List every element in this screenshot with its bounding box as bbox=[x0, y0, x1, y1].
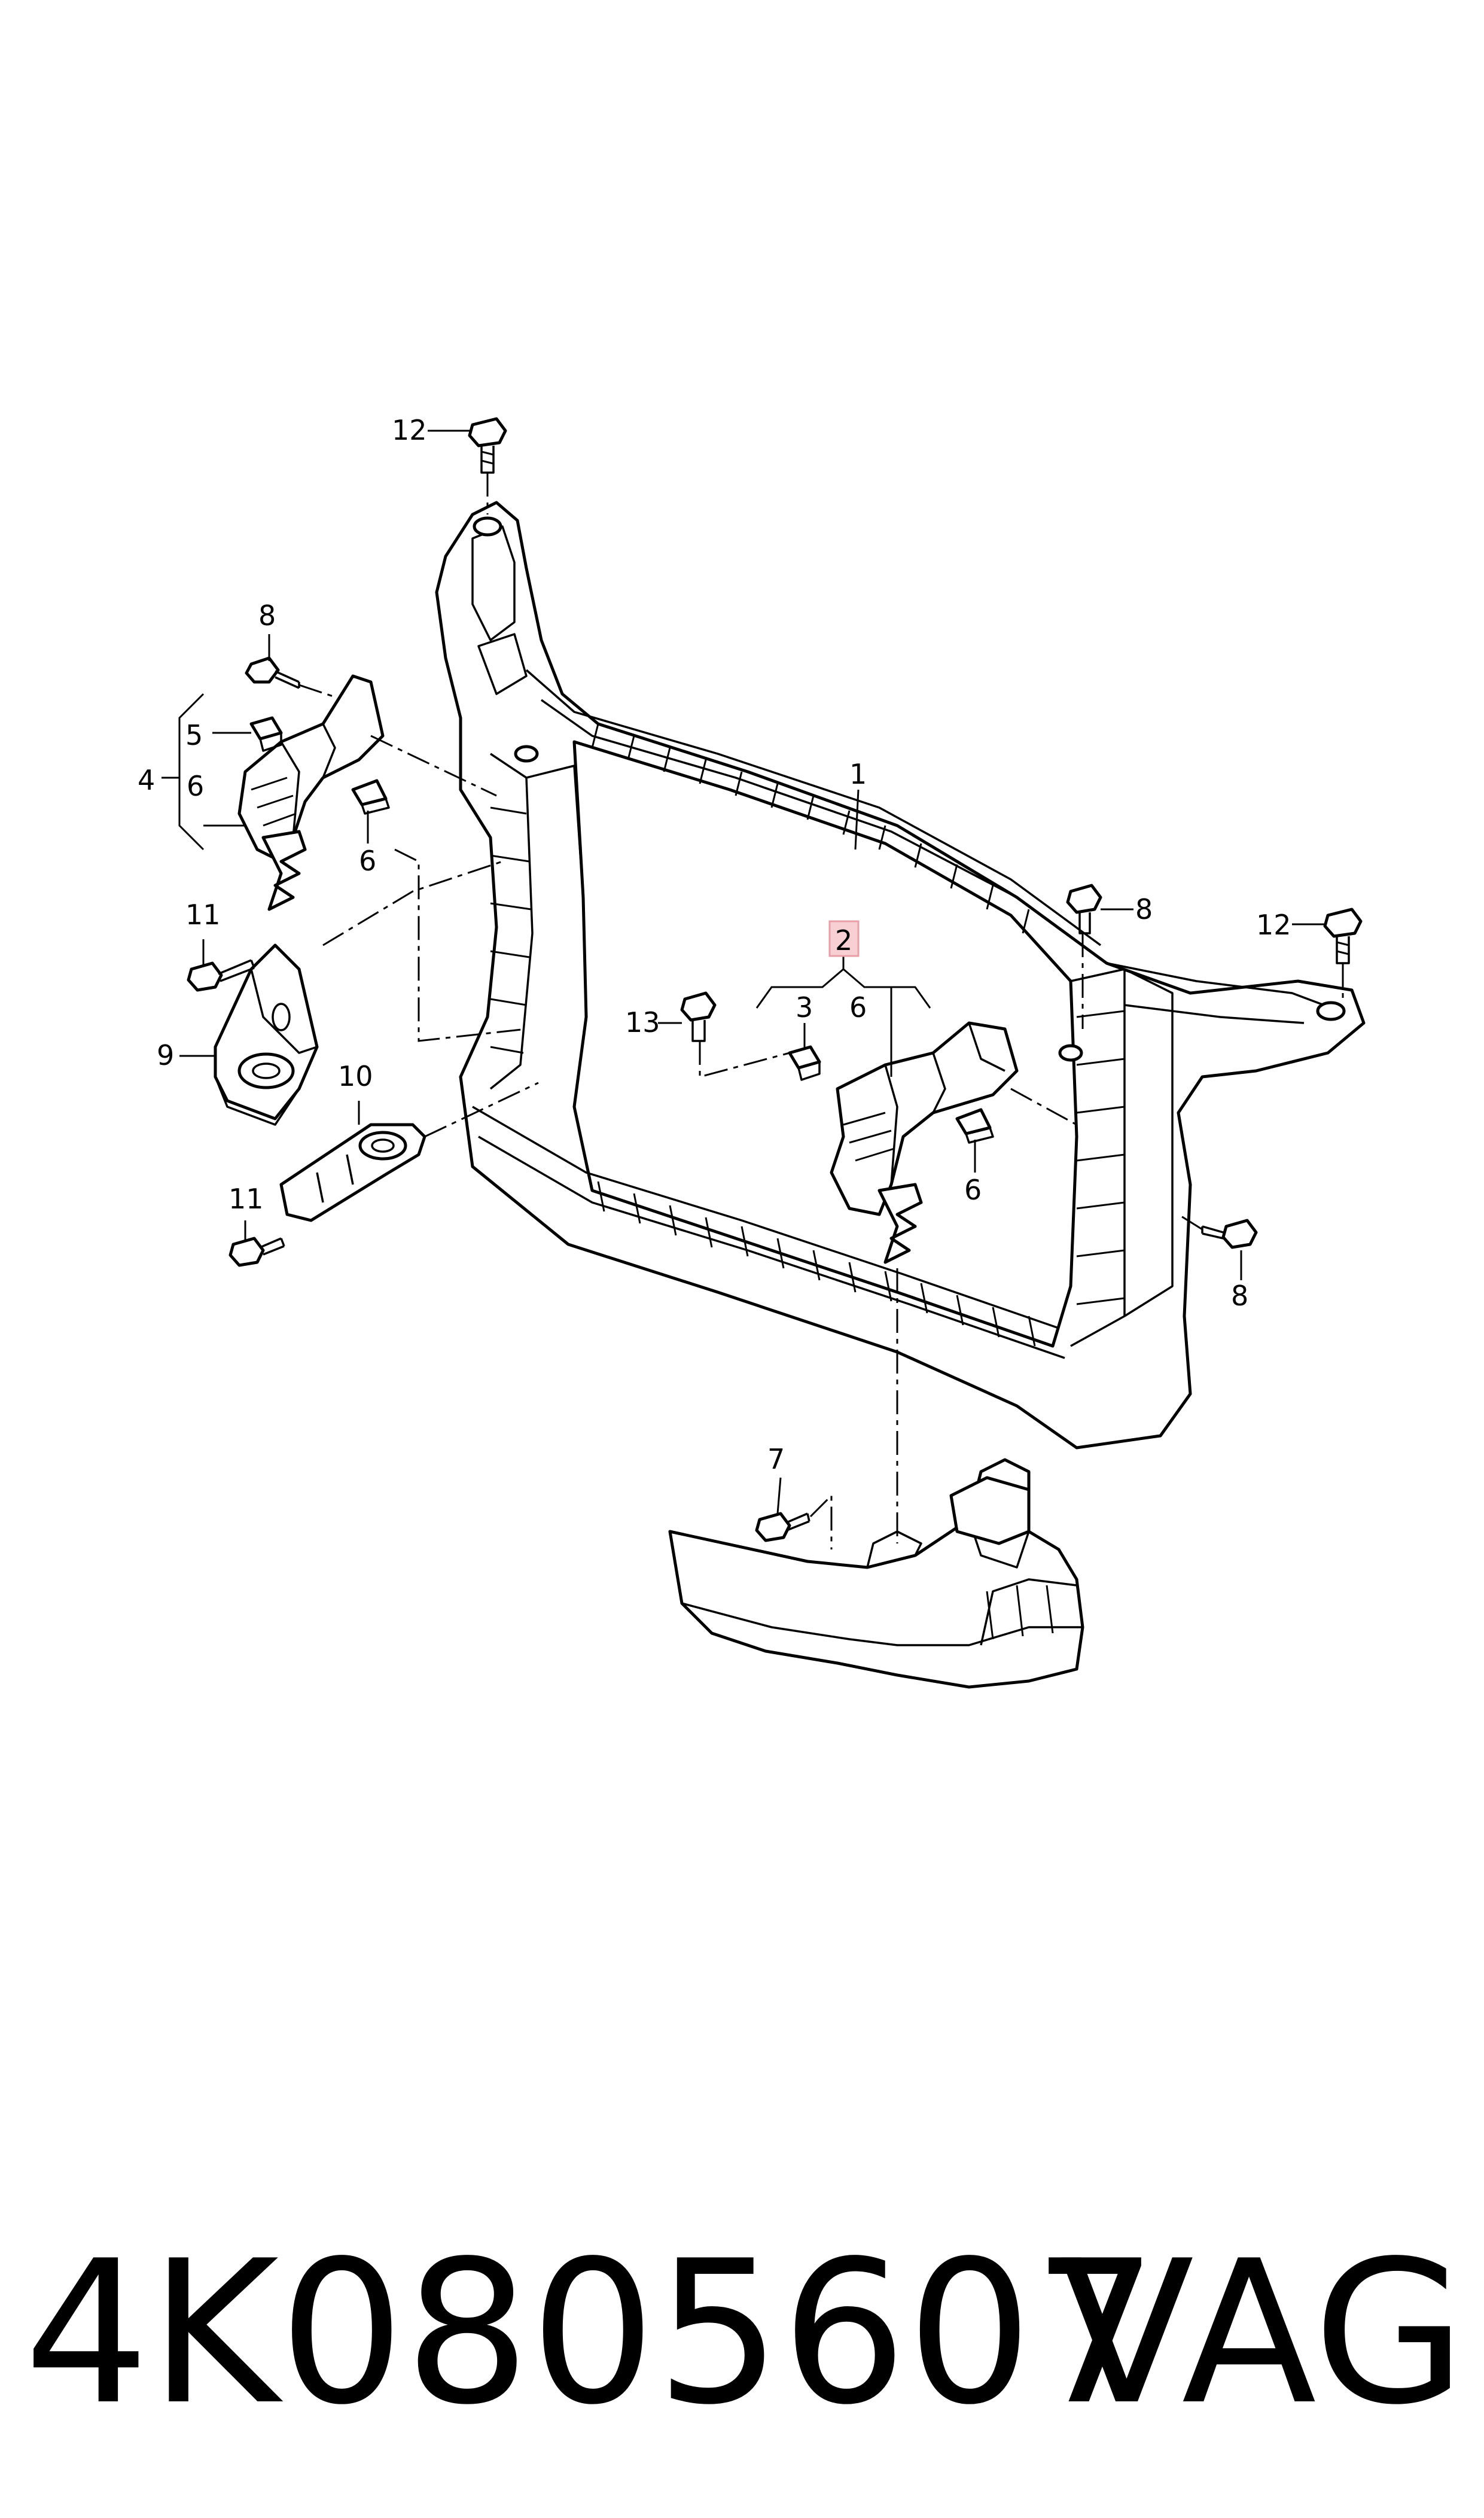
callout-6-left-bracket: 6 bbox=[187, 770, 204, 802]
callout-3: 3 bbox=[796, 991, 813, 1024]
clip-part-6-left bbox=[351, 779, 390, 815]
brand-name: VAG bbox=[1059, 2218, 1466, 2448]
leader-lines bbox=[161, 430, 1325, 1514]
bolt-part-8-bottom-right bbox=[1201, 1219, 1258, 1249]
bolt-part-12-right bbox=[1323, 908, 1363, 964]
clip-nut-part-5 bbox=[249, 716, 283, 752]
callout-4: 4 bbox=[138, 764, 155, 796]
bracket-part-2 bbox=[830, 1021, 1019, 1264]
bracket-part-9 bbox=[214, 943, 319, 1126]
callout-2: 2 bbox=[835, 924, 852, 957]
callout-10: 10 bbox=[338, 1060, 373, 1092]
callout-8-left: 8 bbox=[258, 599, 276, 632]
callout-11-top: 11 bbox=[185, 899, 221, 931]
callout-7: 7 bbox=[767, 1443, 785, 1475]
callout-13: 13 bbox=[625, 1006, 660, 1039]
lower-air-guide bbox=[668, 1458, 1084, 1689]
callout-12-top: 12 bbox=[392, 414, 427, 446]
bracket-part-4 bbox=[237, 674, 385, 911]
clip-part-3 bbox=[788, 1045, 821, 1081]
callout-12-right: 12 bbox=[1256, 909, 1291, 941]
callout-6-left: 6 bbox=[359, 845, 376, 877]
bolt-part-7 bbox=[755, 1512, 810, 1542]
callout-8-top-right: 8 bbox=[1135, 893, 1153, 925]
bolt-part-8-top-right bbox=[1066, 884, 1102, 934]
bolt-part-11-top bbox=[187, 959, 255, 992]
clip-part-6-center bbox=[955, 1108, 994, 1144]
callout-6-center: 6 bbox=[964, 1174, 982, 1206]
callout-11-bottom: 11 bbox=[228, 1183, 264, 1215]
bolt-part-12-top bbox=[468, 417, 507, 474]
callout-8-bottom-right: 8 bbox=[1231, 1280, 1248, 1312]
bolt-part-11-bottom bbox=[228, 1237, 285, 1267]
bolt-part-8-left bbox=[245, 656, 300, 689]
callout-5: 5 bbox=[185, 719, 203, 751]
front-carrier-part-1 bbox=[435, 501, 1366, 1450]
latch-part-10 bbox=[279, 1123, 426, 1222]
footer: 4K0805607 VAG bbox=[0, 2213, 1484, 2453]
bolt-part-13 bbox=[680, 991, 717, 1042]
callout-labels: 12 8 5 4 6 6 1 2 3 6 6 8 12 13 11 9 10 1… bbox=[138, 414, 1291, 1475]
callout-2-highlight bbox=[828, 920, 860, 957]
exploded-parts-diagram: 12 8 5 4 6 6 1 2 3 6 6 8 12 13 11 9 10 1… bbox=[138, 414, 1366, 1689]
callout-1: 1 bbox=[849, 758, 867, 790]
part-number: 4K0805607 bbox=[24, 2218, 1159, 2448]
callout-9: 9 bbox=[157, 1039, 174, 1071]
callout-6-center-bracket: 6 bbox=[849, 991, 867, 1024]
assembly-lines bbox=[298, 473, 1344, 1549]
